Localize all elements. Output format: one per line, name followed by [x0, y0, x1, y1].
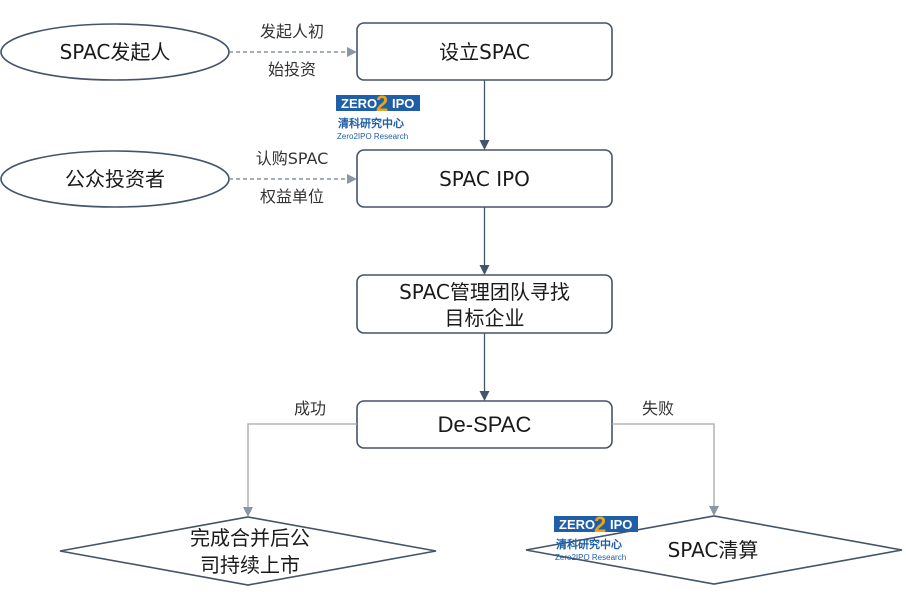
logo-brand-right-2: IPO: [610, 517, 632, 532]
edge-label-initial-investment-line1: 发起人初: [260, 22, 324, 41]
merged-listing-label-line2: 司持续上市: [200, 553, 300, 577]
logo-brand-digit: 2: [376, 91, 388, 116]
search-target-label-line1: SPAC管理团队寻找: [399, 280, 570, 304]
edge-label-success: 成功: [294, 399, 326, 418]
edge-label-subscribe-line1: 认购SPAC: [256, 149, 329, 168]
logo-bar: [336, 95, 420, 111]
edge-label-failure: 失败: [642, 399, 674, 418]
spac-ipo-label: SPAC IPO: [439, 167, 530, 191]
success-branch-arrow: [243, 423, 357, 517]
logo-en-name: Zero2IPO Research: [337, 132, 408, 141]
spac-liquidation-node: SPAC清算: [525, 515, 903, 585]
sponsor-node: SPAC发起人: [0, 23, 230, 81]
merged-listing-label-line1: 完成合并后公: [190, 526, 310, 550]
public-investors-label: 公众投资者: [65, 167, 165, 191]
spac-liquidation-label: SPAC清算: [668, 538, 759, 562]
logo-brand-digit-2: 2: [594, 512, 606, 537]
edge-label-subscribe-line2: 权益单位: [260, 187, 324, 206]
failure-branch-arrow: [612, 423, 719, 516]
de-spac-label: De-SPAC: [438, 412, 532, 437]
zero2ipo-logo-2: ZERO 2 IPO 清科研究中心 Zero2IPO Research: [554, 512, 638, 562]
logo-cn-name: 清科研究中心: [338, 116, 404, 130]
logo-bar-2: [554, 516, 638, 532]
spac-ipo-node: SPAC IPO: [356, 149, 613, 208]
logo-cn-name-2: 清科研究中心: [556, 537, 622, 551]
public-investors-node: 公众投资者: [0, 150, 230, 208]
search-target-node: SPAC管理团队寻找 目标企业: [356, 274, 613, 334]
logo-en-name-2: Zero2IPO Research: [555, 553, 626, 562]
logo-brand-left: ZERO: [341, 96, 377, 111]
edge-label-initial-investment-line2: 始投资: [268, 60, 316, 79]
logo-brand-left-2: ZERO: [559, 517, 595, 532]
sponsor-label: SPAC发起人: [60, 40, 171, 64]
logo-brand-right: IPO: [392, 96, 414, 111]
search-target-label-line2: 目标企业: [445, 306, 525, 330]
setup-spac-label: 设立SPAC: [439, 40, 530, 64]
setup-spac-node: 设立SPAC: [356, 22, 613, 81]
merged-listing-node: 完成合并后公 司持续上市: [59, 516, 437, 586]
zero2ipo-logo: ZERO 2 IPO 清科研究中心 Zero2IPO Research: [336, 91, 420, 141]
de-spac-node: De-SPAC: [356, 400, 613, 449]
